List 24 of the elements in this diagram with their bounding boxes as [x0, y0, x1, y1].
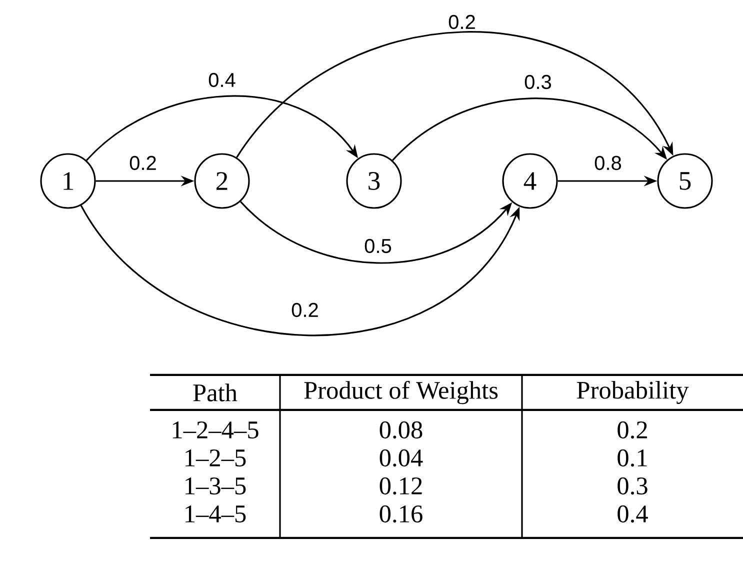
table-cell: 0.2 — [618, 421, 647, 439]
table-cell: 0.08 — [380, 421, 422, 439]
edge-label: 0.2 — [130, 156, 156, 170]
table-cell: 1–4–5 — [186, 506, 246, 522]
table-cell: 0.3 — [618, 477, 648, 495]
table-cell: 0.12 — [380, 477, 422, 495]
edge-label: 0.4 — [208, 72, 236, 88]
table-cell: 0.4 — [618, 505, 648, 523]
table-cell: 0.1 — [618, 449, 647, 467]
table-cell: 0.16 — [380, 505, 422, 523]
edge-label: 0.2 — [292, 302, 318, 318]
table-cell: 1–2–5 — [186, 449, 246, 466]
edge-label: 0.5 — [364, 238, 392, 254]
table-cell: 1–2–4–5 — [172, 421, 258, 438]
edge-label: 0.2 — [448, 14, 475, 30]
edge-label: 0.3 — [524, 74, 552, 90]
arrow — [236, 31, 674, 158]
column-header: Product of Weights — [304, 380, 498, 404]
column-header: Probability — [576, 380, 689, 404]
arrow — [80, 205, 520, 336]
table-cell: 1–3–5 — [186, 477, 246, 494]
column-header: Path — [193, 384, 238, 402]
edge-label: 0.8 — [594, 156, 622, 170]
table-cell: 0.04 — [380, 449, 423, 467]
